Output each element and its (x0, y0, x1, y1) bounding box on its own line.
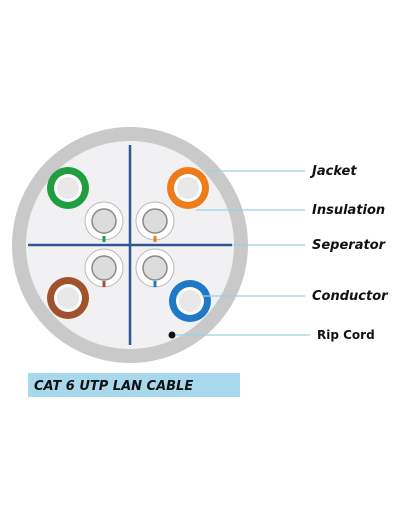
brown-conductor (47, 277, 89, 319)
green-stripe (102, 236, 106, 242)
orange-conductor (167, 167, 209, 209)
cross-separator (28, 145, 232, 345)
blue-stripe (153, 281, 157, 287)
leader-lines (176, 170, 310, 336)
white-green-conductor (84, 201, 124, 242)
white-orange-conductor (135, 201, 175, 242)
jacket-label: Jacket (309, 164, 357, 179)
green-conductor (47, 167, 89, 209)
rip-cord-dot (168, 331, 176, 339)
brown-stripe (102, 281, 106, 287)
insulation-label: Insulation (312, 203, 385, 218)
orange-stripe (153, 236, 157, 242)
white-brown-conductor (84, 248, 124, 288)
caption-text: CAT 6 UTP LAN CABLE (34, 379, 193, 394)
caption-box: CAT 6 UTP LAN CABLE (28, 373, 240, 397)
white-blue-conductor (135, 248, 175, 288)
caption-background (28, 373, 240, 397)
separator-label: Seperator (312, 238, 387, 253)
rip-cord-label: Rip Cord (317, 328, 375, 342)
blue-conductor (169, 280, 211, 322)
conductor-label: Conductor (312, 289, 389, 304)
